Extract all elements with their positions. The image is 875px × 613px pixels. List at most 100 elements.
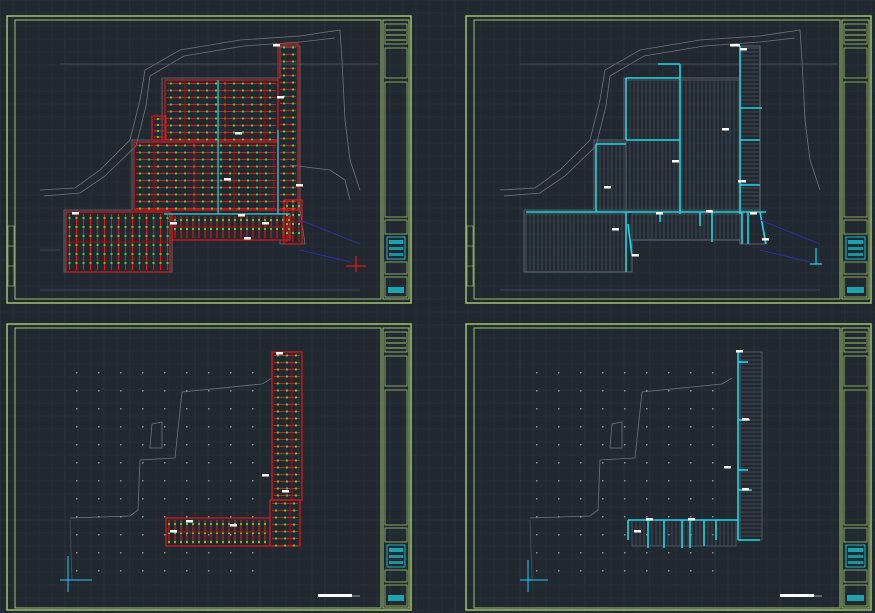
- sprinkler-head: [233, 96, 235, 99]
- column-dot: [76, 480, 78, 482]
- sprinkler-head: [292, 109, 294, 112]
- sprinkler-head: [152, 253, 155, 255]
- sprinkler-head: [269, 124, 271, 127]
- column-dot: [208, 498, 210, 500]
- column-dot: [164, 534, 166, 536]
- sprinkler-head: [238, 200, 240, 203]
- column-dot: [252, 516, 254, 518]
- sprinkler-head: [292, 116, 294, 119]
- sheet-3-sprinkler-plan[interactable]: [6, 323, 412, 611]
- sheet-4-ucs-icon: [520, 560, 548, 592]
- sprinkler-head: [68, 226, 71, 228]
- sprinkler-head: [148, 200, 150, 203]
- column-dot: [186, 426, 188, 428]
- column-dot: [536, 408, 538, 410]
- column-dot: [76, 372, 78, 374]
- sprinkler-head: [131, 262, 134, 264]
- column-dot: [98, 498, 100, 500]
- sprinkler-head: [82, 226, 85, 228]
- sprinkler-head: [131, 253, 134, 255]
- column-dot: [164, 516, 166, 518]
- column-dot: [558, 534, 560, 536]
- sprinkler-head: [284, 502, 286, 505]
- sprinkler-head: [220, 158, 222, 161]
- sprinkler-head: [252, 532, 254, 534]
- sprinkler-head: [103, 226, 106, 228]
- sprinkler-head: [276, 219, 278, 221]
- annotation-tag: [672, 160, 679, 163]
- column-dot: [142, 534, 144, 536]
- annotation-tag: [276, 352, 283, 355]
- sprinkler-head: [139, 179, 141, 182]
- sheet-1-inner-frame: [14, 19, 382, 300]
- sprinkler-head: [252, 523, 254, 525]
- column-dot: [120, 480, 122, 482]
- sprinkler-head: [246, 523, 248, 525]
- sprinkler-head: [286, 214, 288, 216]
- sprinkler-head: [204, 228, 206, 230]
- sprinkler-head: [166, 186, 168, 189]
- sprinkler-head: [197, 82, 199, 85]
- sprinkler-head: [206, 110, 208, 113]
- column-dot: [580, 462, 582, 464]
- column-dot: [252, 444, 254, 446]
- sprinkler-head: [277, 354, 279, 357]
- sprinkler-head: [220, 207, 222, 210]
- column-dot: [76, 552, 78, 554]
- sprinkler-head: [286, 396, 288, 399]
- sprinkler-head: [166, 144, 168, 147]
- sprinkler-head: [152, 244, 155, 246]
- sprinkler-head: [188, 131, 190, 134]
- column-dot: [558, 444, 560, 446]
- sprinkler-head: [292, 165, 294, 168]
- column-dot: [536, 426, 538, 428]
- sprinkler-head: [131, 217, 134, 219]
- sprinkler-head: [216, 541, 218, 543]
- column-dot: [580, 426, 582, 428]
- sprinkler-head: [228, 219, 230, 221]
- sprinkler-head: [211, 207, 213, 210]
- sprinkler-head: [295, 487, 297, 490]
- sprinkler-head: [233, 131, 235, 134]
- sprinkler-head: [286, 205, 288, 207]
- sprinkler-head: [286, 487, 288, 490]
- column-dot: [624, 480, 626, 482]
- sprinkler-head: [89, 262, 92, 264]
- sheet-2-main-pipe-plan[interactable]: [465, 15, 872, 304]
- column-dot: [668, 444, 670, 446]
- column-dot: [624, 516, 626, 518]
- sprinkler-head: [188, 89, 190, 92]
- sprinkler-head: [238, 193, 240, 196]
- pipe-zone-outline: [277, 43, 299, 211]
- sprinkler-head: [206, 103, 208, 106]
- sprinkler-head: [286, 480, 288, 483]
- sprinkler-head: [139, 165, 141, 168]
- sprinkler-head: [174, 219, 176, 221]
- column-dot: [712, 552, 714, 554]
- column-dot: [580, 570, 582, 572]
- sprinkler-head: [295, 389, 297, 392]
- sprinkler-head: [286, 354, 288, 357]
- sprinkler-head: [234, 228, 236, 230]
- column-dot: [186, 480, 188, 482]
- sprinkler-head: [184, 193, 186, 196]
- annotation-tag: [604, 186, 611, 189]
- sprinkler-head: [152, 262, 155, 264]
- annotation-tag: [273, 44, 280, 47]
- column-dot: [712, 372, 714, 374]
- sprinkler-head: [282, 228, 284, 230]
- sprinkler-head: [206, 96, 208, 99]
- column-dot: [230, 516, 232, 518]
- sheet-1-sprinkler-plan[interactable]: [6, 15, 412, 304]
- sprinkler-head: [292, 67, 294, 70]
- column-dot: [186, 552, 188, 554]
- sheet-4-main-pipe-plan[interactable]: [465, 323, 872, 611]
- sprinkler-head: [295, 375, 297, 378]
- column-dot: [536, 516, 538, 518]
- column-dot: [164, 570, 166, 572]
- column-dot: [602, 462, 604, 464]
- sheet-2-left-stamp: [466, 225, 474, 287]
- sprinkler-head: [264, 541, 266, 543]
- sprinkler-head: [110, 217, 113, 219]
